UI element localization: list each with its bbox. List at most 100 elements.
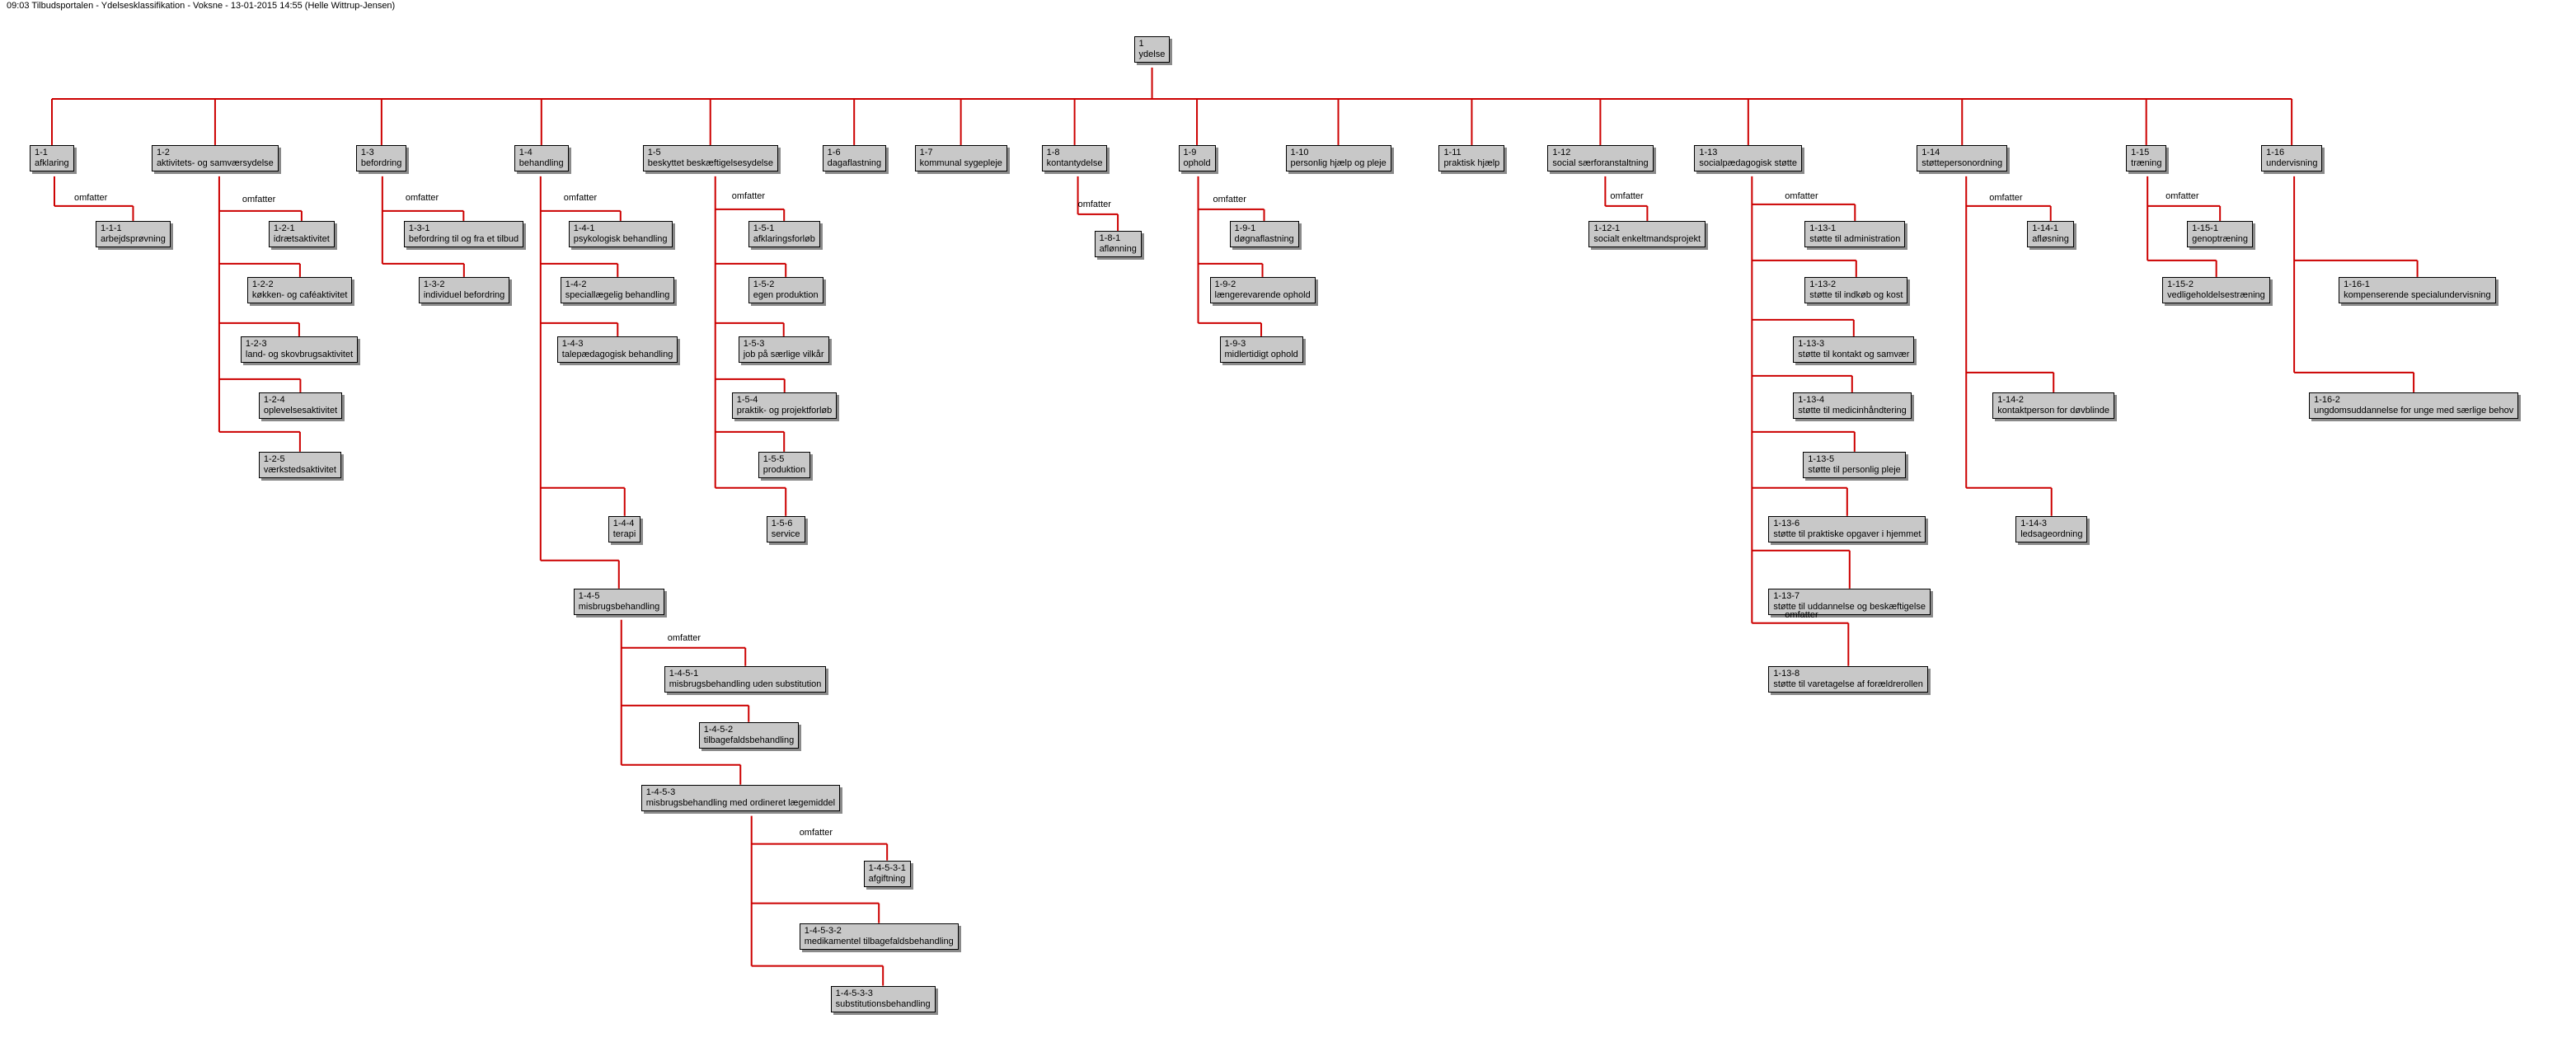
- node-code: 1-6: [827, 147, 841, 157]
- node-code: 1-9: [1183, 147, 1197, 157]
- node-label: produktion: [762, 464, 806, 475]
- node-code: 1-5-2: [753, 279, 775, 289]
- node-code: 1-13: [1699, 147, 1718, 157]
- node-code: 1-2-1: [273, 223, 295, 233]
- node-code: 1-12: [1552, 147, 1571, 157]
- node-label: misbrugsbehandling med ordineret lægemid…: [645, 797, 836, 808]
- node-label: ungdomsuddannelse for unge med særlige b…: [2314, 405, 2514, 416]
- node-label: socialpædagogisk støtte: [1699, 157, 1797, 168]
- node-code: 1-4: [518, 147, 533, 157]
- node-code: 1-9-1: [1234, 223, 1256, 233]
- relation-label: omfatter: [1989, 192, 2023, 203]
- node-code: 1-5-3: [743, 338, 765, 349]
- node-label: længerevarende ophold: [1214, 289, 1311, 300]
- node-label: støtte til indkøb og kost: [1809, 289, 1903, 300]
- node-label: behandling: [518, 157, 564, 168]
- node-code: 1-13-6: [1773, 518, 1800, 528]
- node-label: praktisk hjælp: [1443, 157, 1500, 168]
- relation-label: omfatter: [2165, 190, 2199, 201]
- relation-label: omfatter: [1077, 199, 1111, 209]
- node-code: 1-12-1: [1593, 223, 1621, 233]
- node-label: afklaringsforløb: [753, 233, 815, 244]
- node-code: 1-4-5-3-1: [868, 862, 906, 873]
- node-code: 1: [1138, 38, 1144, 49]
- node-label: støttepersonordning: [1921, 157, 2003, 168]
- node-code: 1-3: [360, 147, 374, 157]
- node-label: støtte til personlig pleje: [1808, 464, 1901, 475]
- node-code: 1-4-2: [565, 279, 587, 289]
- node-code: 1-8: [1046, 147, 1060, 157]
- node-code: 1-5-4: [736, 394, 758, 405]
- node-code: 1-5: [647, 147, 661, 157]
- node-code: 1-13-4: [1798, 394, 1825, 405]
- node-code: 1-7: [919, 147, 933, 157]
- node-label: genoptræning: [2192, 233, 2249, 244]
- node-label: køkken- og caféaktivitet: [251, 289, 348, 300]
- node-label: misbrugsbehandling uden substitution: [669, 679, 822, 689]
